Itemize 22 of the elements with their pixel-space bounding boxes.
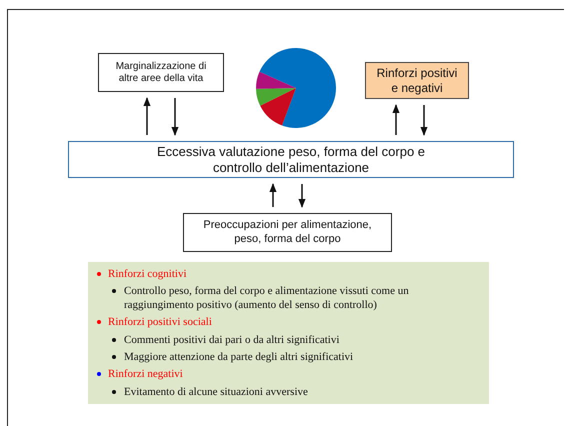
bullet-item: Controllo peso, forma del corpo e alimentazione vissuti come un raggiungimento positivo (aumento del senso di controllo): [124, 284, 409, 312]
central-band: [68, 141, 514, 178]
arrow: [171, 98, 179, 136]
arrow: [420, 105, 428, 136]
bullet-item: Commenti positivi dai pari o da altri significativi: [124, 334, 340, 346]
box-label: Preoccupazioni per alimentazione, peso, forma del corpo: [202, 219, 373, 246]
box-label: Eccessiva valutazione peso, forma del corpo e controllo dell’alimentazione: [156, 144, 426, 176]
notes-panel: [88, 262, 489, 404]
bullet-heading: Rinforzi negativi: [108, 368, 183, 380]
box-label: Rinforzi positivi e negativi: [376, 66, 458, 95]
bullet-heading: Rinforzi positivi sociali: [108, 316, 212, 328]
bullet-item: Evitamento di alcune situazioni avversive: [124, 386, 308, 398]
arrow: [392, 104, 400, 135]
box-label: Marginalizzazione di altre aree della vita: [114, 60, 208, 84]
text-box: [98, 53, 224, 92]
arrow: [269, 183, 277, 207]
arrow: [143, 97, 151, 135]
bullet-item: Maggiore attenzione da parte degli altri significativi: [124, 350, 354, 363]
text-box: [365, 62, 469, 99]
bullet-heading: Rinforzi cognitivi: [108, 268, 187, 280]
text-box: [183, 213, 392, 252]
arrow: [298, 184, 306, 208]
